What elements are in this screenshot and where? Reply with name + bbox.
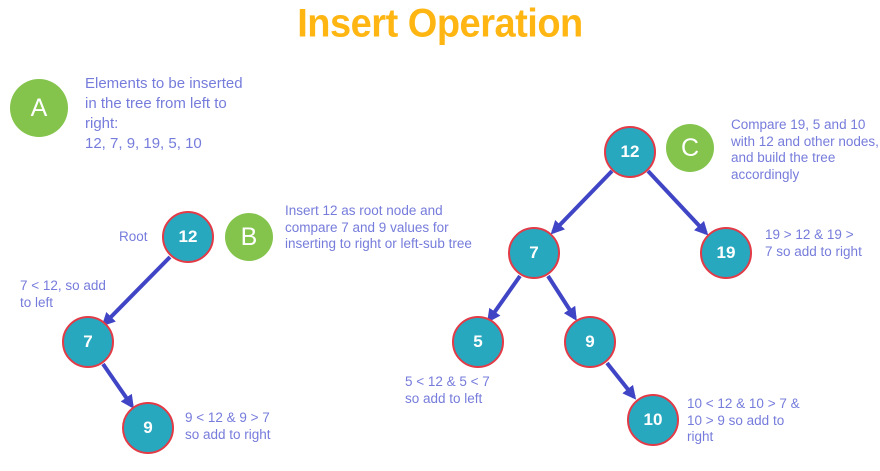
root-label: Root [119,229,148,244]
edge-left-12-7 [101,255,172,327]
edge-right-7-5 [487,274,522,323]
annotation-step-c: Compare 19, 5 and 10 with 12 and other n… [731,117,879,182]
right-tree-node-19: 19 [700,227,752,279]
left-tree-node-12: 12 [162,211,214,263]
step-badge-b: B [225,213,273,261]
step-badge-a: A [10,79,68,137]
right-tree-node-7: 7 [508,227,560,279]
annotation-elements-list: Elements to be inserted in the tree from… [85,75,243,152]
edge-right-9-10 [605,361,637,400]
edge-left-7-9 [101,362,134,409]
edge-right-12-19 [646,169,709,236]
annotation-right-19: 19 > 12 & 19 > 7 so add to right [765,227,862,259]
annotation-right-10: 10 < 12 & 10 > 7 & 10 > 9 so add to righ… [687,396,800,444]
right-tree-node-9: 9 [564,316,616,368]
right-tree-node-5: 5 [452,316,504,368]
page-title: Insert Operation [297,2,583,47]
annotation-left-7: 7 < 12, so add to left [20,278,106,310]
edge-right-7-9 [546,274,577,321]
annotation-step-b: Insert 12 as root node and compare 7 and… [285,203,472,251]
annotation-right-5: 5 < 12 & 5 < 7 so add to left [405,374,490,406]
annotation-left-9: 9 < 12 & 9 > 7 so add to right [185,410,271,442]
left-tree-node-9: 9 [122,402,174,454]
right-tree-node-12: 12 [604,126,656,178]
step-badge-c: C [666,124,714,172]
left-tree-node-7: 7 [62,316,114,368]
right-tree-node-10: 10 [627,394,679,446]
edge-right-12-7 [550,169,614,235]
